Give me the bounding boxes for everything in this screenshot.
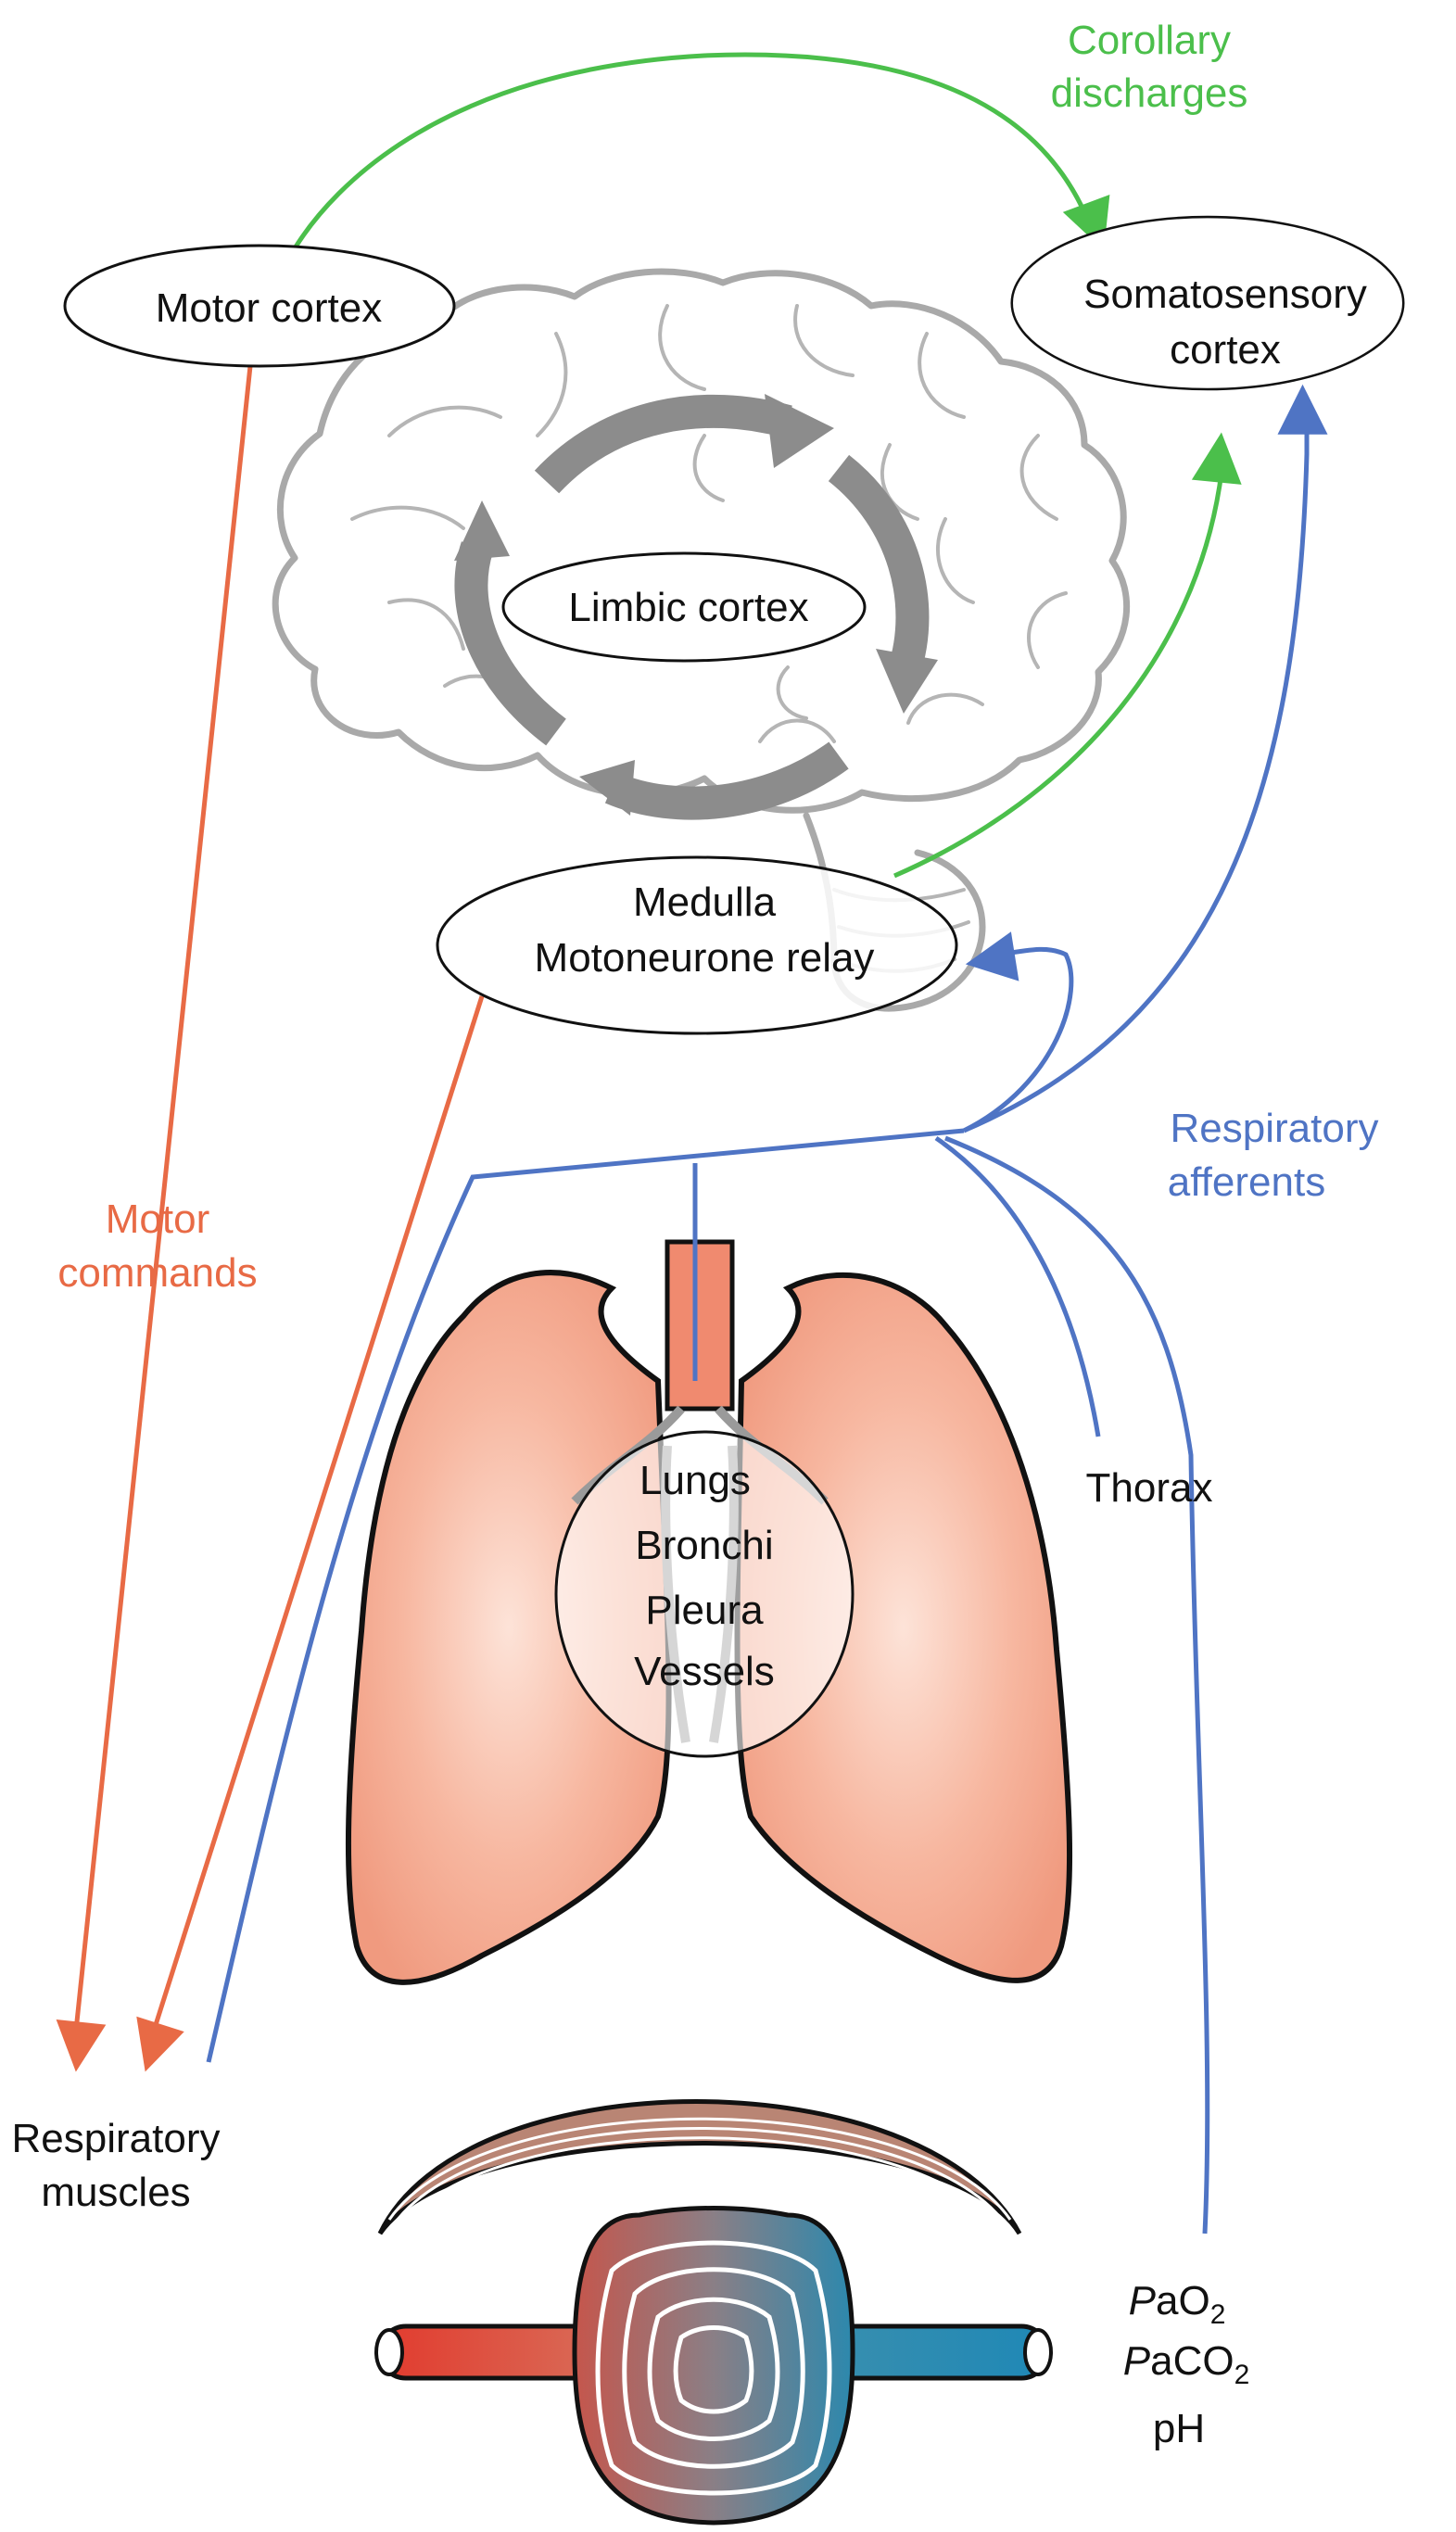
medulla-label-line2: Motoneurone relay — [535, 935, 875, 981]
somatosensory-cortex-node: Somatosensory cortex — [1010, 215, 1405, 391]
brain-icon — [272, 268, 1131, 1012]
afferent-to-somatosensory-arrow — [963, 384, 1328, 1133]
medulla-node: Medulla Motoneurone relay — [436, 855, 958, 1035]
ph-label: pH — [1153, 2406, 1205, 2451]
motor-commands-label-line1: Motor — [106, 1196, 209, 1242]
respiratory-afferents-label-line1: Respiratory — [1171, 1106, 1379, 1151]
pao2-label: PaO2 — [1129, 2278, 1226, 2330]
motor-commands-label-line2: commands — [57, 1250, 257, 1296]
corollary-discharge-pathways — [292, 52, 1242, 879]
paco2-label: PaCO2 — [1123, 2338, 1250, 2390]
pleura-label: Pleura — [645, 1588, 764, 1633]
bronchi-label: Bronchi — [635, 1523, 773, 1568]
vessels-label: Vessels — [634, 1649, 775, 1694]
corollary-discharges-label-line1: Corollary — [1068, 18, 1231, 63]
somatosensory-label-line1: Somatosensory — [1083, 272, 1367, 317]
respiratory-afferents-label-line2: afferents — [1168, 1159, 1325, 1205]
medulla-label-line1: Medulla — [633, 880, 777, 925]
afferent-to-medulla-arrow — [962, 931, 1074, 1133]
motor-cortex-node: Motor cortex — [63, 244, 456, 368]
respiratory-muscles-label-line1: Respiratory — [12, 2116, 221, 2161]
alveolus-capillary-icon — [374, 2206, 1053, 2526]
motor-cortex-to-muscles-arrow — [56, 365, 253, 2072]
limbic-cortex-node: Limbic cortex — [501, 551, 867, 663]
lungs-icon — [345, 1239, 1073, 1985]
motor-to-somatosensory-arrow — [292, 52, 1110, 251]
lungs-labels: Lungs Bronchi Pleura Vessels — [634, 1458, 775, 1694]
lungs-label: Lungs — [639, 1458, 751, 1503]
motor-cortex-label: Motor cortex — [156, 285, 383, 331]
diaphragm-icon — [377, 2099, 1022, 2235]
respiratory-afferent-pathways — [206, 384, 1328, 2234]
motor-command-pathways — [56, 365, 485, 2072]
medulla-to-somatosensory-arrow — [893, 432, 1242, 879]
medulla-to-muscles-arrow — [136, 995, 485, 2072]
thorax-label: Thorax — [1086, 1465, 1213, 1511]
somatosensory-label-line2: cortex — [1170, 327, 1281, 373]
respiratory-muscles-label-line2: muscles — [41, 2170, 190, 2215]
corollary-discharges-label-line2: discharges — [1051, 70, 1248, 116]
limbic-cortex-label: Limbic cortex — [568, 585, 808, 630]
